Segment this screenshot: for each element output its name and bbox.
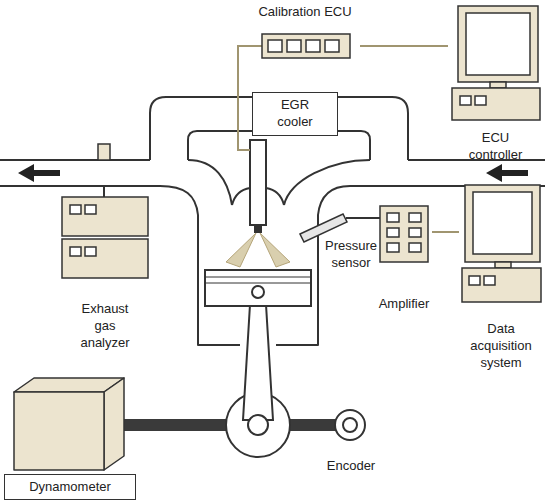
computer-unit: ECU controller [448, 2, 543, 164]
node-label: Amplifier [379, 296, 430, 313]
node-label: Encoder [327, 458, 375, 475]
node-label: ECU controller [459, 130, 533, 164]
device-label-group: Calibration ECU [250, 4, 360, 62]
node-label: Calibration ECU [258, 4, 351, 21]
part-label: Pressure sensor [321, 238, 381, 272]
amplifier-unit: Amplifier [376, 203, 432, 313]
computer-unit: Data acquisition system [459, 180, 543, 372]
node-label: EGR cooler [268, 97, 322, 131]
label-box: Dynamometer [4, 474, 136, 500]
analyzer-unit: Exhaust gas analyzer [55, 192, 155, 352]
node-label: Dynamometer [29, 479, 111, 496]
signal-wire [360, 46, 448, 47]
encoder-unit: Encoder [318, 405, 384, 475]
node-label: Exhaust gas analyzer [74, 301, 136, 352]
process-box: EGR cooler [252, 92, 338, 136]
signal-wire [432, 232, 459, 233]
node-label: Data acquisition system [461, 321, 541, 372]
